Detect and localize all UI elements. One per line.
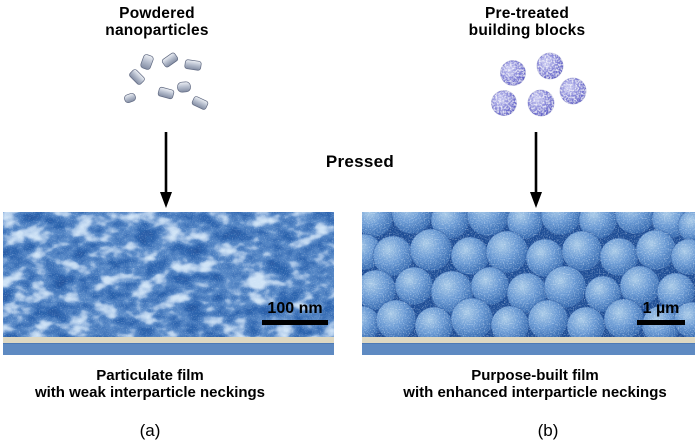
substrate-base-b — [362, 343, 695, 355]
nanoparticle-rods — [124, 52, 209, 110]
scale-bar-a-line — [262, 320, 328, 325]
substrate-layer-b — [362, 337, 695, 343]
caption-b-line1: Purpose-built film — [471, 367, 599, 384]
scale-bar-b: 1 µm — [633, 300, 689, 325]
panel-a-input-label: Powdered nanoparticles — [57, 5, 257, 39]
down-arrow-icon — [160, 132, 172, 208]
panel-tag-a: (a) — [139, 421, 161, 440]
panel-b-input-label-line2: building blocks — [468, 22, 586, 39]
caption-a-line2: with weak interparticle neckings — [34, 384, 266, 401]
process-label: Pressed — [325, 152, 395, 171]
scale-bar-b-label: 1 µm — [642, 300, 680, 317]
sem-micrograph-b-image — [362, 212, 695, 337]
building-block-spheres — [491, 52, 587, 117]
panel-a-input-label-line2: nanoparticles — [105, 22, 209, 39]
sem-micrograph-b: 1 µm — [362, 212, 695, 337]
caption-b-line2: with enhanced interparticle neckings — [403, 384, 667, 401]
scale-bar-b-line — [637, 320, 685, 325]
caption-a: Particulate film with weak interparticle… — [25, 367, 275, 401]
panel-tag-b: (b) — [537, 421, 559, 440]
substrate-base-a — [3, 343, 334, 355]
down-arrow-icon — [530, 132, 542, 208]
scale-bar-a: 100 nm — [260, 300, 330, 325]
panel-b-input-label-line1: Pre-treated — [484, 5, 570, 22]
sem-panel-a: 100 nm — [3, 212, 334, 355]
sem-micrograph-a-image — [3, 212, 334, 337]
caption-a-line1: Particulate film — [96, 367, 204, 384]
substrate-layer-a — [3, 337, 334, 343]
scale-bar-a-label: 100 nm — [267, 300, 323, 317]
panel-b-input-label: Pre-treated building blocks — [427, 5, 627, 39]
sem-panel-b: 1 µm — [362, 212, 695, 355]
building-blocks-icon — [491, 52, 587, 117]
caption-b: Purpose-built film with enhanced interpa… — [395, 367, 675, 401]
nanoparticle-powder-icon — [124, 52, 209, 110]
sem-micrograph-a: 100 nm — [3, 212, 334, 337]
panel-a-input-label-line1: Powdered — [119, 5, 195, 22]
